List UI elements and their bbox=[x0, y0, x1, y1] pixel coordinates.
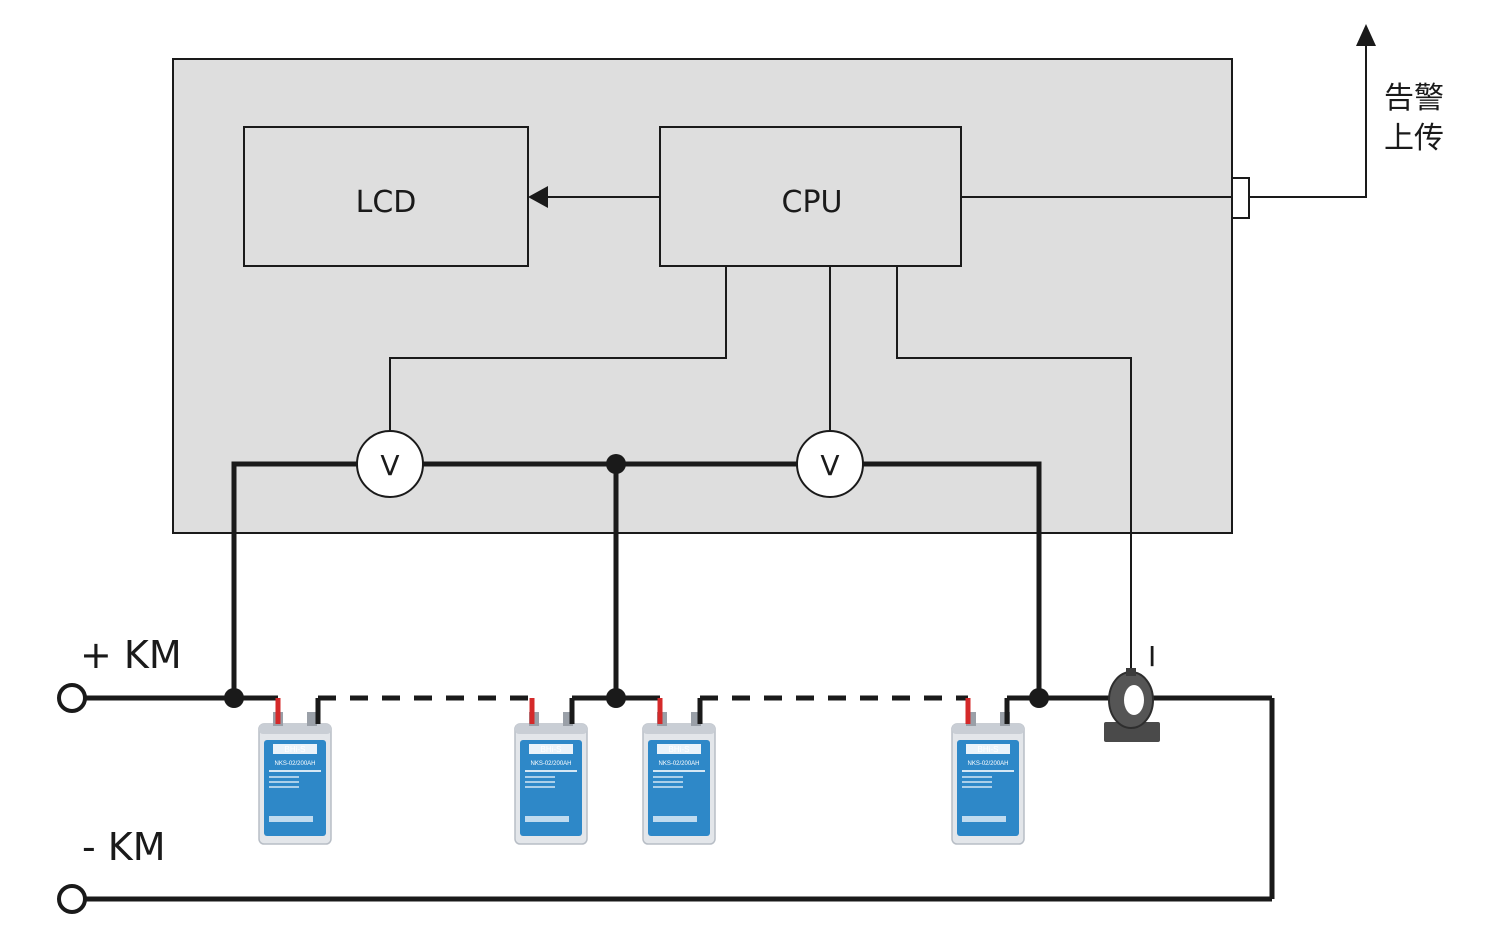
battery-model: NKS-02/200AH bbox=[967, 761, 1008, 767]
battery-1: BHi-S NKS-02/200AH bbox=[258, 711, 332, 845]
voltmeter-2: V bbox=[796, 430, 864, 498]
up-arrow-icon bbox=[1356, 24, 1376, 46]
positive-terminal bbox=[57, 683, 87, 713]
battery-model: NKS-02/200AH bbox=[530, 761, 571, 767]
lcd-block: LCD bbox=[243, 126, 529, 267]
battery-4: BHi-S NKS-02/200AH bbox=[951, 711, 1025, 845]
battery-brand: BHi-S bbox=[978, 745, 999, 754]
voltmeter-1-label: V bbox=[380, 449, 399, 482]
battery-brand: BHi-S bbox=[541, 745, 562, 754]
cpu-label: CPU bbox=[782, 185, 843, 220]
alarm-upload-line2: 上传 bbox=[1384, 121, 1444, 156]
battery-brand: BHi-S bbox=[285, 745, 306, 754]
battery-3: BHi-S NKS-02/200AH bbox=[642, 711, 716, 845]
cpu-to-current-sensor-wire bbox=[896, 266, 1132, 672]
alarm-upload-line bbox=[1249, 38, 1367, 198]
arrowhead-icon bbox=[528, 186, 548, 208]
junction-dot bbox=[606, 688, 626, 708]
battery-model: NKS-02/200AH bbox=[658, 761, 699, 767]
battery-2: BHi-S NKS-02/200AH bbox=[514, 711, 588, 845]
negative-km-label: - KM bbox=[82, 825, 166, 869]
positive-km-label: + KM bbox=[80, 633, 182, 677]
battery-brand: BHi-S bbox=[669, 745, 690, 754]
voltmeter-1: V bbox=[356, 430, 424, 498]
voltmeter-2-label: V bbox=[820, 449, 839, 482]
cpu-to-voltmeter-1-wire bbox=[389, 266, 727, 431]
negative-terminal bbox=[57, 884, 87, 914]
current-sensor bbox=[1104, 668, 1160, 742]
alarm-upload-line1: 告警 bbox=[1384, 81, 1444, 116]
current-sensor-label: I bbox=[1148, 640, 1156, 673]
junction-dot bbox=[224, 688, 244, 708]
battery-model: NKS-02/200AH bbox=[274, 761, 315, 767]
junction-dot bbox=[1029, 688, 1049, 708]
lcd-label: LCD bbox=[356, 185, 417, 220]
output-port bbox=[1231, 177, 1250, 219]
cpu-block: CPU bbox=[659, 126, 962, 267]
junction-dot bbox=[606, 454, 626, 474]
